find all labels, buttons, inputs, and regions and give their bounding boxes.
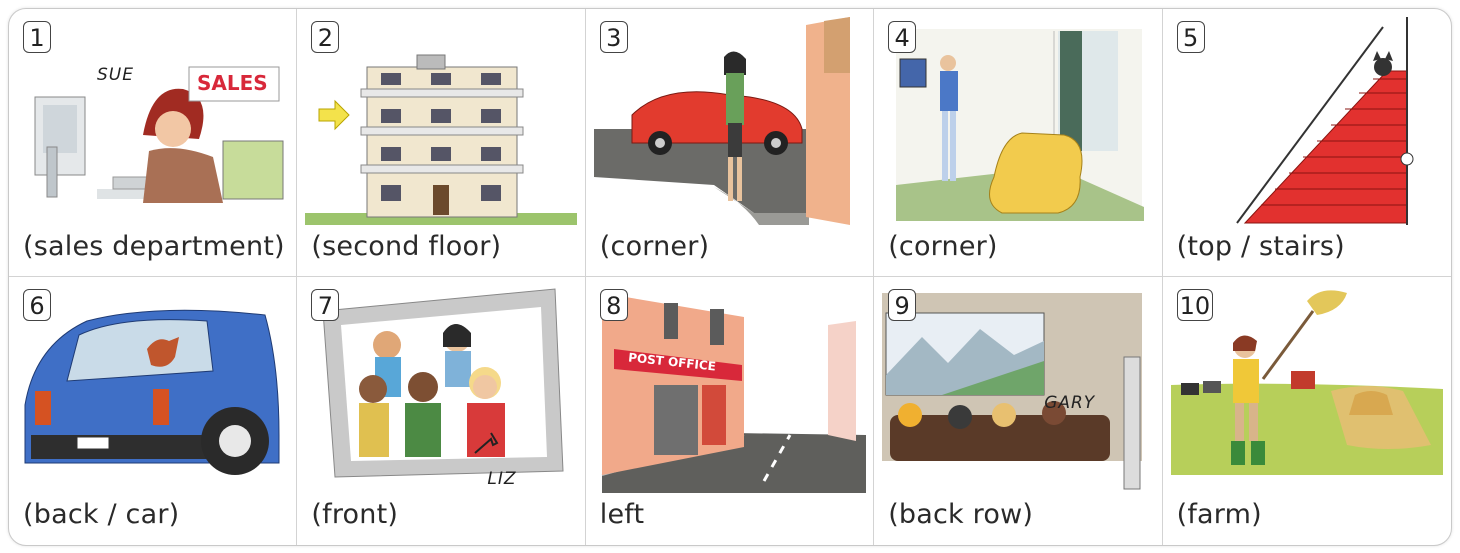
panel-10: 10 (farm) <box>1163 277 1451 545</box>
sales-sign-text: SALES <box>197 71 268 95</box>
panel-5: 5 (top / stairs) <box>1162 9 1451 277</box>
street-corner-illustration <box>593 17 850 225</box>
farm-illustration <box>1170 290 1443 475</box>
panel-caption: (back / car) <box>23 499 180 530</box>
building-illustration <box>305 54 578 225</box>
panel-3: 3 (corner) <box>585 9 875 277</box>
panel-caption: (farm) <box>1176 499 1262 530</box>
panel-caption: left <box>599 499 645 530</box>
cinema-back-row-illustration <box>882 293 1143 490</box>
person-label-liz: LIZ <box>487 469 517 489</box>
panel-caption: (front) <box>311 499 399 530</box>
panel-caption: (second floor) <box>311 231 502 262</box>
panel-caption: (back row) <box>888 499 1034 530</box>
panel-number: 1 <box>23 21 51 53</box>
panel-1: SUE SALES 1 (sales department) <box>9 9 298 277</box>
panel-2: 2 (second floor) <box>297 9 586 277</box>
family-photo-illustration <box>322 288 564 478</box>
panel-number: 10 <box>1176 289 1214 321</box>
panel-number: 5 <box>1176 21 1205 53</box>
panel-caption: (corner) <box>599 231 710 262</box>
panel-number: 3 <box>599 21 628 53</box>
panel-7: LIZ 7 (front) <box>297 277 586 545</box>
panel-number: 9 <box>888 289 917 321</box>
panel-number: 4 <box>888 21 917 53</box>
person-label-gary: GARY <box>1044 393 1096 413</box>
panel-8: POST OFFICE 8 left <box>586 277 875 545</box>
street-left-illustration <box>601 293 866 493</box>
exercise-panel: SUE SALES 1 (sales department) <box>8 8 1452 546</box>
panel-6: 6 (back / car) <box>9 277 298 545</box>
panel-caption: (top / stairs) <box>1176 231 1345 262</box>
panel-4: 4 (corner) <box>874 9 1163 277</box>
car-back-illustration <box>24 309 280 475</box>
sales-department-illustration <box>34 66 284 203</box>
panel-number: 7 <box>311 289 340 321</box>
panel-caption: (sales department) <box>23 231 285 262</box>
person-label-sue: SUE <box>97 65 134 85</box>
panel-caption: (corner) <box>888 231 998 262</box>
picture-grid: SUE SALES 1 (sales department) <box>9 9 1451 545</box>
stairs-illustration <box>1235 17 1414 225</box>
panel-9: GARY 9 (back row) <box>874 277 1163 545</box>
panel-number: 2 <box>311 21 340 53</box>
panel-number: 8 <box>599 289 628 321</box>
room-corner-illustration <box>896 29 1145 221</box>
panel-number: 6 <box>23 289 51 321</box>
